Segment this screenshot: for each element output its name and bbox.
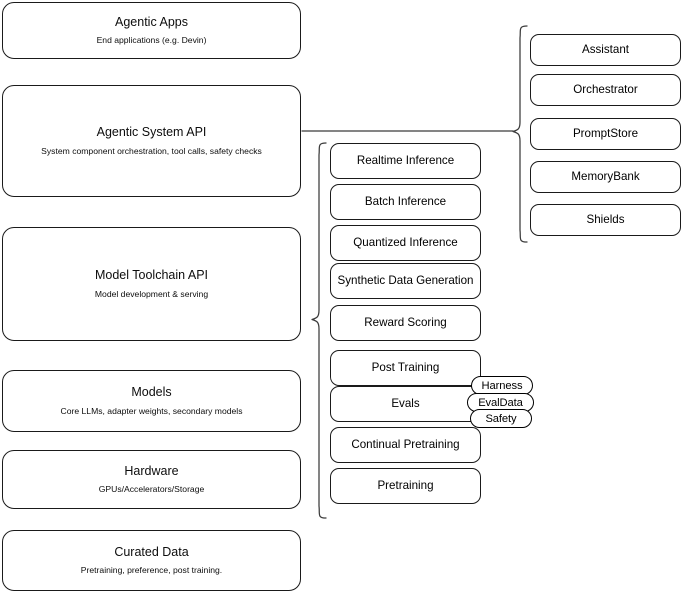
component-box-promptstore[interactable]: PromptStore [530,118,681,150]
layer-title: Models [131,385,172,400]
capability-box-synthetic-data-generation[interactable]: Synthetic Data Generation [330,263,481,299]
layer-box-hardware[interactable]: Hardware GPUs/Accelerators/Storage [2,450,301,509]
layer-box-curated-data[interactable]: Curated Data Pretraining, preference, po… [2,530,301,591]
capability-box-post-training[interactable]: Post Training [330,350,481,386]
layer-subtitle: End applications (e.g. Devin) [96,35,207,46]
layer-subtitle: GPUs/Accelerators/Storage [98,484,205,495]
eval-badge-safety[interactable]: Safety [470,409,532,428]
layer-box-models[interactable]: Models Core LLMs, adapter weights, secon… [2,370,301,432]
layer-subtitle: System component orchestration, tool cal… [41,145,262,156]
layer-subtitle: Core LLMs, adapter weights, secondary mo… [60,405,243,416]
layer-subtitle: Pretraining, preference, post training. [80,565,223,576]
layer-title: Model Toolchain API [94,268,209,283]
capability-box-pretraining[interactable]: Pretraining [330,468,481,504]
capability-box-realtime-inference[interactable]: Realtime Inference [330,143,481,179]
capability-box-continual-pretraining[interactable]: Continual Pretraining [330,427,481,463]
layer-box-agentic-apps[interactable]: Agentic Apps End applications (e.g. Devi… [2,2,301,59]
layer-title: Hardware [124,463,179,478]
layer-box-agentic-system-api[interactable]: Agentic System API System component orch… [2,85,301,197]
layer-subtitle: Model development & serving [94,288,209,299]
capability-box-evals[interactable]: Evals [330,386,481,422]
component-box-assistant[interactable]: Assistant [530,34,681,66]
agentic-components-brace [512,25,528,243]
layer-box-model-toolchain-api[interactable]: Model Toolchain API Model development & … [2,227,301,341]
capability-box-quantized-inference[interactable]: Quantized Inference [330,225,481,261]
component-box-shields[interactable]: Shields [530,204,681,236]
layer-title: Agentic System API [96,125,207,140]
component-box-orchestrator[interactable]: Orchestrator [530,74,681,106]
layer-title: Agentic Apps [115,14,188,29]
capability-box-batch-inference[interactable]: Batch Inference [330,184,481,220]
layer-title: Curated Data [114,544,189,559]
toolchain-capabilities-brace [311,142,327,519]
component-box-memorybank[interactable]: MemoryBank [530,161,681,193]
capability-box-reward-scoring[interactable]: Reward Scoring [330,305,481,341]
